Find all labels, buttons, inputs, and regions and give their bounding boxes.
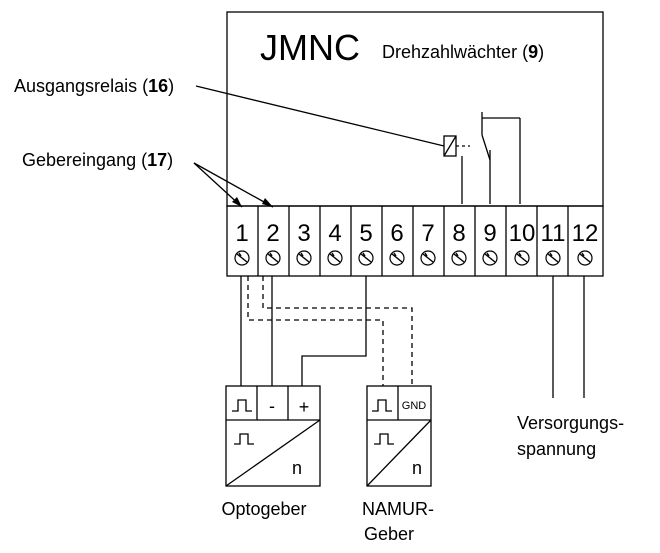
pulse-icon xyxy=(374,433,394,445)
screw-icon xyxy=(420,250,436,266)
terminal-number-3: 3 xyxy=(297,220,310,247)
opto-pin-plus: + xyxy=(299,397,310,417)
screw-icon xyxy=(358,250,374,266)
namur-name-line2: Geber xyxy=(364,524,414,544)
opto-sensor-name: Optogeber xyxy=(221,499,306,519)
pulse-icon xyxy=(234,433,254,445)
terminal-number-11: 11 xyxy=(541,220,566,247)
screw-icon xyxy=(265,250,281,266)
output-relay-label: Ausgangsrelais (16) xyxy=(14,76,174,96)
screw-icon xyxy=(545,250,561,266)
screw-icon xyxy=(514,250,530,266)
opto-letter: n xyxy=(292,458,302,478)
sensor-input-leader xyxy=(193,162,274,208)
pulse-icon xyxy=(372,399,392,412)
terminal-number-4: 4 xyxy=(328,220,341,247)
terminal-screws xyxy=(234,250,593,266)
namur-name-line1: NAMUR- xyxy=(362,499,434,519)
terminal-block xyxy=(226,205,604,277)
terminal-number-5: 5 xyxy=(359,220,372,247)
screw-icon xyxy=(451,250,467,266)
supply-label-line2: spannung xyxy=(517,439,596,459)
terminal-number-1: 1 xyxy=(235,220,248,247)
device-model: JMNC xyxy=(260,27,360,68)
namur-sensor xyxy=(366,385,432,487)
terminal-number-9: 9 xyxy=(483,220,496,247)
opto-pin-minus: - xyxy=(269,396,275,416)
terminal-number-2: 2 xyxy=(266,220,279,247)
namur-pin-gnd: GND xyxy=(402,400,427,412)
opto-sensor xyxy=(225,385,321,487)
terminal-number-8: 8 xyxy=(452,220,465,247)
namur-wiring xyxy=(247,276,413,386)
terminal-number-12: 12 xyxy=(572,220,599,247)
screw-icon xyxy=(296,250,312,266)
screw-icon xyxy=(389,250,405,266)
sensor-input-label: Gebereingang (17) xyxy=(22,150,173,170)
namur-letter: n xyxy=(412,458,422,478)
supply-label-line1: Versorgungs- xyxy=(517,413,624,433)
supply-wiring xyxy=(552,276,585,398)
pulse-icon xyxy=(232,399,252,412)
output-relay-leader xyxy=(195,85,445,147)
relay-symbol xyxy=(443,112,521,204)
device-description: Drehzahlwächter (9) xyxy=(382,42,544,62)
terminal-number-10: 10 xyxy=(509,220,536,247)
screw-icon xyxy=(234,250,250,266)
screw-icon xyxy=(577,250,593,266)
terminal-number-6: 6 xyxy=(390,220,403,247)
screw-icon xyxy=(327,250,343,266)
terminal-number-7: 7 xyxy=(421,220,434,247)
opto-wiring xyxy=(240,276,367,386)
screw-icon xyxy=(482,250,498,266)
